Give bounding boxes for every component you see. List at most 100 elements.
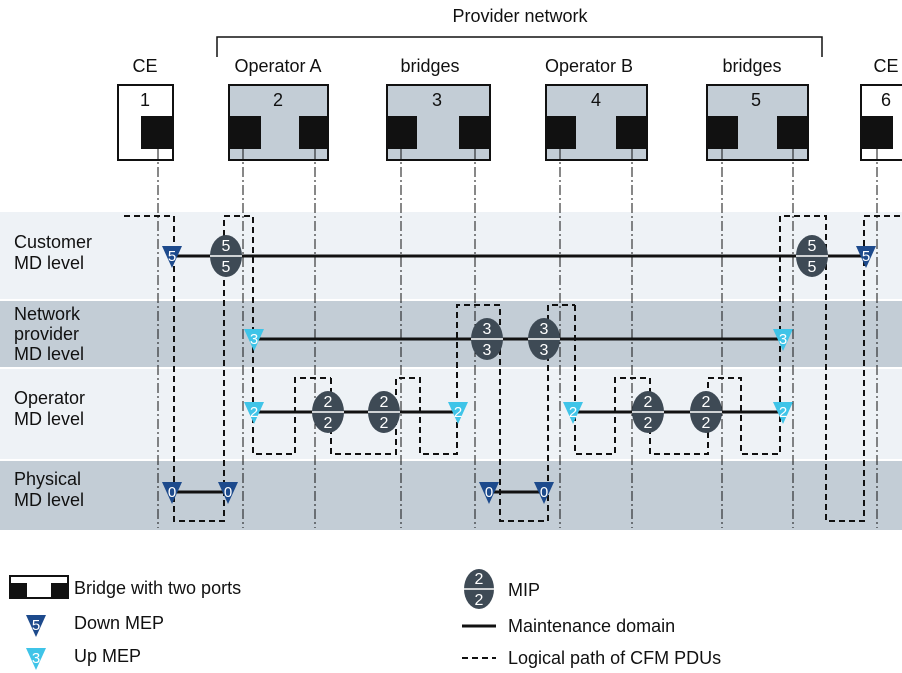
cfm-path-device1-customer	[124, 215, 331, 522]
mip-level: 2	[475, 571, 484, 588]
mip-icon: 2 2	[632, 391, 664, 433]
legend-down-mep-label: Down MEP	[74, 613, 164, 633]
device-label-2: Operator A	[234, 56, 321, 76]
level-label-provider: Network provider MD level	[14, 304, 85, 364]
maintenance-domains	[172, 254, 866, 494]
mep-level: 5	[168, 248, 176, 265]
port-icon	[299, 116, 329, 149]
mep-level: 0	[168, 484, 176, 501]
mip-level: 3	[483, 342, 492, 359]
device-label-3: bridges	[400, 56, 459, 76]
device-6: 6	[860, 84, 902, 161]
level-label-physical: Physical MD level	[14, 469, 86, 510]
level-label-line: MD level	[14, 409, 84, 429]
mip-icon: 5 5	[796, 235, 828, 277]
mip-level: 2	[380, 394, 389, 411]
level-band-provider	[0, 301, 902, 367]
legend-up-mep: 3 Up MEP	[26, 646, 141, 670]
up-mep-icon: 2	[773, 402, 793, 424]
mep-level: 3	[779, 331, 787, 348]
mep-level: 3	[250, 331, 258, 348]
mip-level: 3	[483, 321, 492, 338]
port-icon	[616, 116, 647, 149]
port-icon	[10, 583, 27, 598]
mips: 5 5 5 5 3 3 3 3 2 2 2 2 2	[210, 235, 828, 433]
device-2: 2	[228, 84, 329, 161]
up-mep-icon: 2	[244, 402, 264, 424]
up-mep-icon: 2	[563, 402, 583, 424]
legend-md: Maintenance domain	[462, 616, 675, 636]
device-number-5: 5	[751, 90, 761, 110]
device-label-4: Operator B	[545, 56, 633, 76]
level-label-line: MD level	[14, 344, 84, 364]
mip-level: 3	[540, 321, 549, 338]
legend: Bridge with two ports 5 Down MEP 3 Up ME…	[9, 569, 721, 670]
mip-icon: 2 2	[368, 391, 400, 433]
level-label-line: provider	[14, 324, 79, 344]
mip-level: 5	[222, 238, 231, 255]
device-1: 1	[117, 84, 174, 161]
mip-level: 5	[808, 238, 817, 255]
mep-level: 5	[32, 617, 40, 634]
mip-level: 2	[475, 592, 484, 609]
mip-level: 5	[808, 259, 817, 276]
legend-mip-label: MIP	[508, 580, 540, 600]
down-mep-icon: 0	[218, 482, 238, 504]
cfm-path-device4-5	[574, 215, 902, 522]
mep-level: 2	[779, 404, 787, 421]
down-mep-icon: 0	[534, 482, 554, 504]
legend-path: Logical path of CFM PDUs	[462, 648, 721, 668]
device-5: 5	[706, 84, 809, 161]
level-band-physical	[0, 461, 902, 530]
level-label-line: Operator	[14, 388, 85, 408]
device-4: 4	[545, 84, 648, 161]
legend-bridge: Bridge with two ports	[9, 575, 241, 599]
mep-level: 3	[32, 650, 40, 667]
legend-down-mep: 5 Down MEP	[26, 613, 164, 637]
device-number-3: 3	[432, 90, 442, 110]
port-icon	[546, 116, 576, 149]
mep-level: 0	[224, 484, 232, 501]
device-number-4: 4	[591, 90, 601, 110]
level-label-line: MD level	[14, 253, 84, 273]
mip-icon: 2 2	[312, 391, 344, 433]
device-number-2: 2	[273, 90, 283, 110]
port-icon	[387, 116, 417, 149]
legend-bridge-label: Bridge with two ports	[74, 578, 241, 598]
up-mep-icon: 3	[773, 329, 793, 351]
mip-level: 2	[324, 394, 333, 411]
down-mep-icon: 5	[856, 246, 876, 268]
mep-level: 2	[454, 404, 462, 421]
provider-network-label: Provider network	[452, 6, 588, 26]
mip-level: 2	[380, 415, 389, 432]
port-icon	[861, 116, 893, 149]
level-label-line: Customer	[14, 232, 92, 252]
mip-icon: 2 2	[464, 569, 494, 609]
up-mep-icon: 3	[244, 329, 264, 351]
device-label-6: CE	[873, 56, 898, 76]
provider-network-bracket	[216, 36, 823, 57]
level-band-operator	[0, 369, 902, 459]
down-meps: 5 5 0 0 0 0	[162, 246, 876, 504]
mip-icon: 2 2	[690, 391, 722, 433]
mep-level: 5	[862, 248, 870, 265]
mip-level: 5	[222, 259, 231, 276]
mip-icon: 3 3	[528, 318, 560, 360]
port-icon	[229, 116, 261, 149]
down-mep-icon: 0	[162, 482, 182, 504]
port-icon	[707, 116, 738, 149]
port-icon	[459, 116, 490, 149]
down-mep-icon: 5	[26, 615, 46, 637]
legend-up-mep-label: Up MEP	[74, 646, 141, 666]
device-label-1: CE	[132, 56, 157, 76]
mip-level: 2	[702, 394, 711, 411]
mep-level: 2	[250, 404, 258, 421]
port-icon	[141, 116, 173, 149]
device-number-6: 6	[881, 90, 891, 110]
device-label-5: bridges	[722, 56, 781, 76]
device-3: 3	[386, 84, 491, 161]
mip-level: 2	[702, 415, 711, 432]
mip-icon: 5 5	[210, 235, 242, 277]
mip-level: 2	[644, 415, 653, 432]
mip-level: 3	[540, 342, 549, 359]
